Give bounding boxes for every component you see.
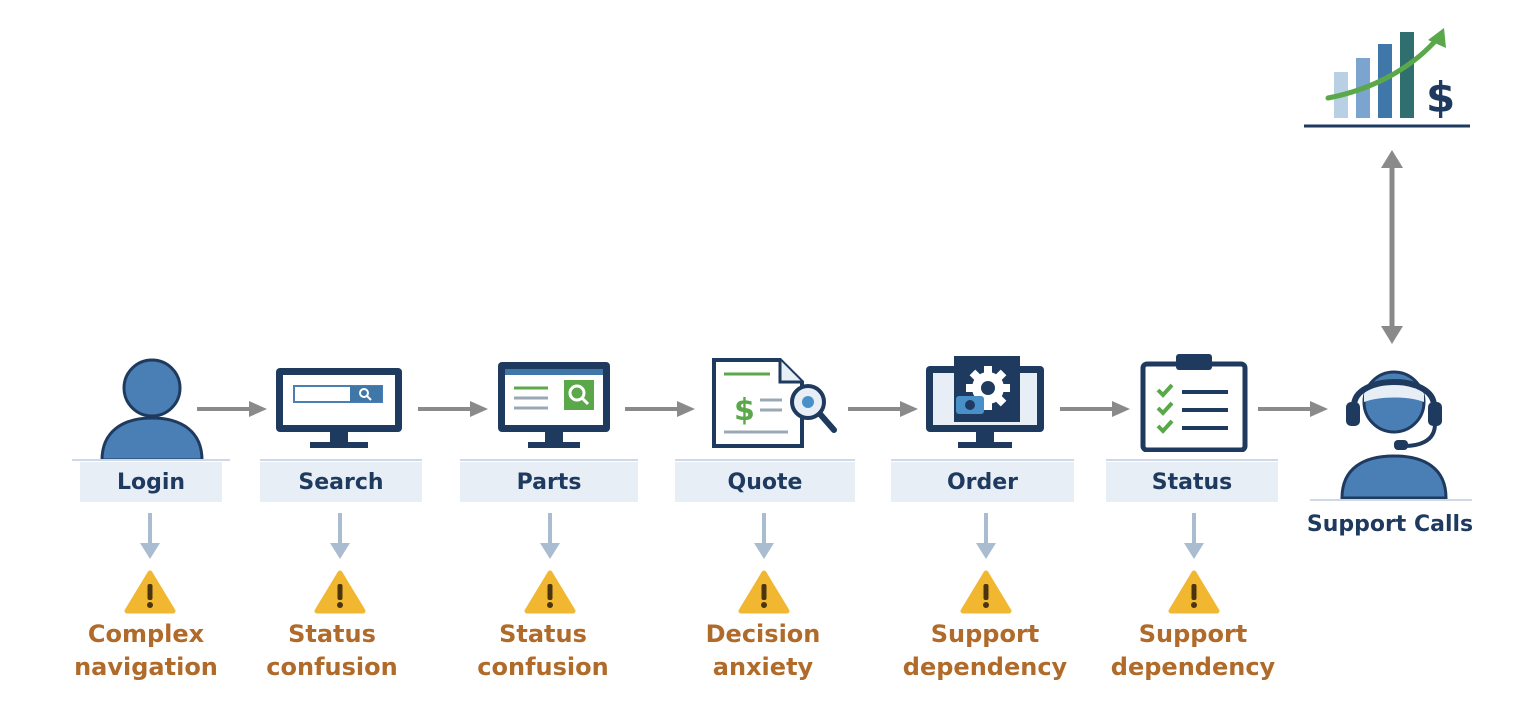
- flow-arrow: [848, 399, 918, 419]
- warning-icon: [314, 570, 366, 614]
- pain-line-1: Support: [1138, 620, 1248, 648]
- step-label-parts: Parts: [460, 462, 638, 502]
- pain-line-2: confusion: [266, 653, 398, 681]
- growth-chart-dollar-icon: $: [1300, 20, 1475, 132]
- down-arrow: [539, 513, 561, 559]
- down-arrow: [975, 513, 997, 559]
- down-arrow: [139, 513, 161, 559]
- step-label-search: Search: [260, 462, 422, 502]
- flow-arrow: [1060, 399, 1130, 419]
- down-arrow: [753, 513, 775, 559]
- down-arrow: [1183, 513, 1205, 559]
- pain-line-1: Decision: [705, 620, 821, 648]
- pain-line-1: Support: [930, 620, 1040, 648]
- flow-arrow: [1258, 399, 1328, 419]
- quote-document-icon: $: [710, 356, 838, 450]
- warning-icon: [960, 570, 1012, 614]
- flow-arrow: [625, 399, 695, 419]
- pain-point-parts: Status confusion: [443, 618, 643, 684]
- pain-line-2: dependency: [1110, 653, 1276, 681]
- step-underline: [72, 459, 230, 461]
- step-label-order: Order: [891, 462, 1074, 502]
- pain-point-search: Status confusion: [232, 618, 432, 684]
- svg-text:$: $: [1426, 73, 1455, 122]
- down-arrow: [329, 513, 351, 559]
- pain-point-quote: Decision anxiety: [663, 618, 863, 684]
- pain-line-1: Complex: [87, 620, 205, 648]
- double-arrow: [1381, 150, 1403, 344]
- support-underline: [1310, 499, 1472, 501]
- pain-point-status: Support dependency: [1093, 618, 1293, 684]
- flow-arrow: [418, 399, 488, 419]
- warning-icon: [124, 570, 176, 614]
- flow-arrow: [197, 399, 267, 419]
- pain-point-order: Support dependency: [885, 618, 1085, 684]
- step-underline: [891, 459, 1074, 461]
- monitor-search-icon: [274, 366, 404, 450]
- step-underline: [260, 459, 422, 461]
- monitor-gear-icon: [924, 354, 1046, 450]
- svg-text:$: $: [734, 393, 755, 428]
- step-underline: [1106, 459, 1278, 461]
- step-underline: [460, 459, 638, 461]
- headset-agent-icon: [1338, 360, 1450, 500]
- pain-line-2: confusion: [477, 653, 609, 681]
- step-label-quote: Quote: [675, 462, 855, 502]
- warning-icon: [1168, 570, 1220, 614]
- pain-line-2: dependency: [902, 653, 1068, 681]
- step-label-login: Login: [80, 462, 222, 502]
- pain-line-2: anxiety: [712, 653, 814, 681]
- warning-icon: [524, 570, 576, 614]
- pain-line-1: Status: [288, 620, 376, 648]
- step-underline: [675, 459, 855, 461]
- pain-point-login: Complex navigation: [46, 618, 246, 684]
- step-label-status: Status: [1106, 462, 1278, 502]
- monitor-parts-icon: [496, 360, 612, 450]
- user-icon: [100, 356, 204, 462]
- warning-icon: [738, 570, 790, 614]
- support-calls-label: Support Calls: [1306, 512, 1474, 537]
- pain-line-2: navigation: [74, 653, 218, 681]
- pain-line-1: Status: [499, 620, 587, 648]
- clipboard-checklist-icon: [1140, 352, 1248, 453]
